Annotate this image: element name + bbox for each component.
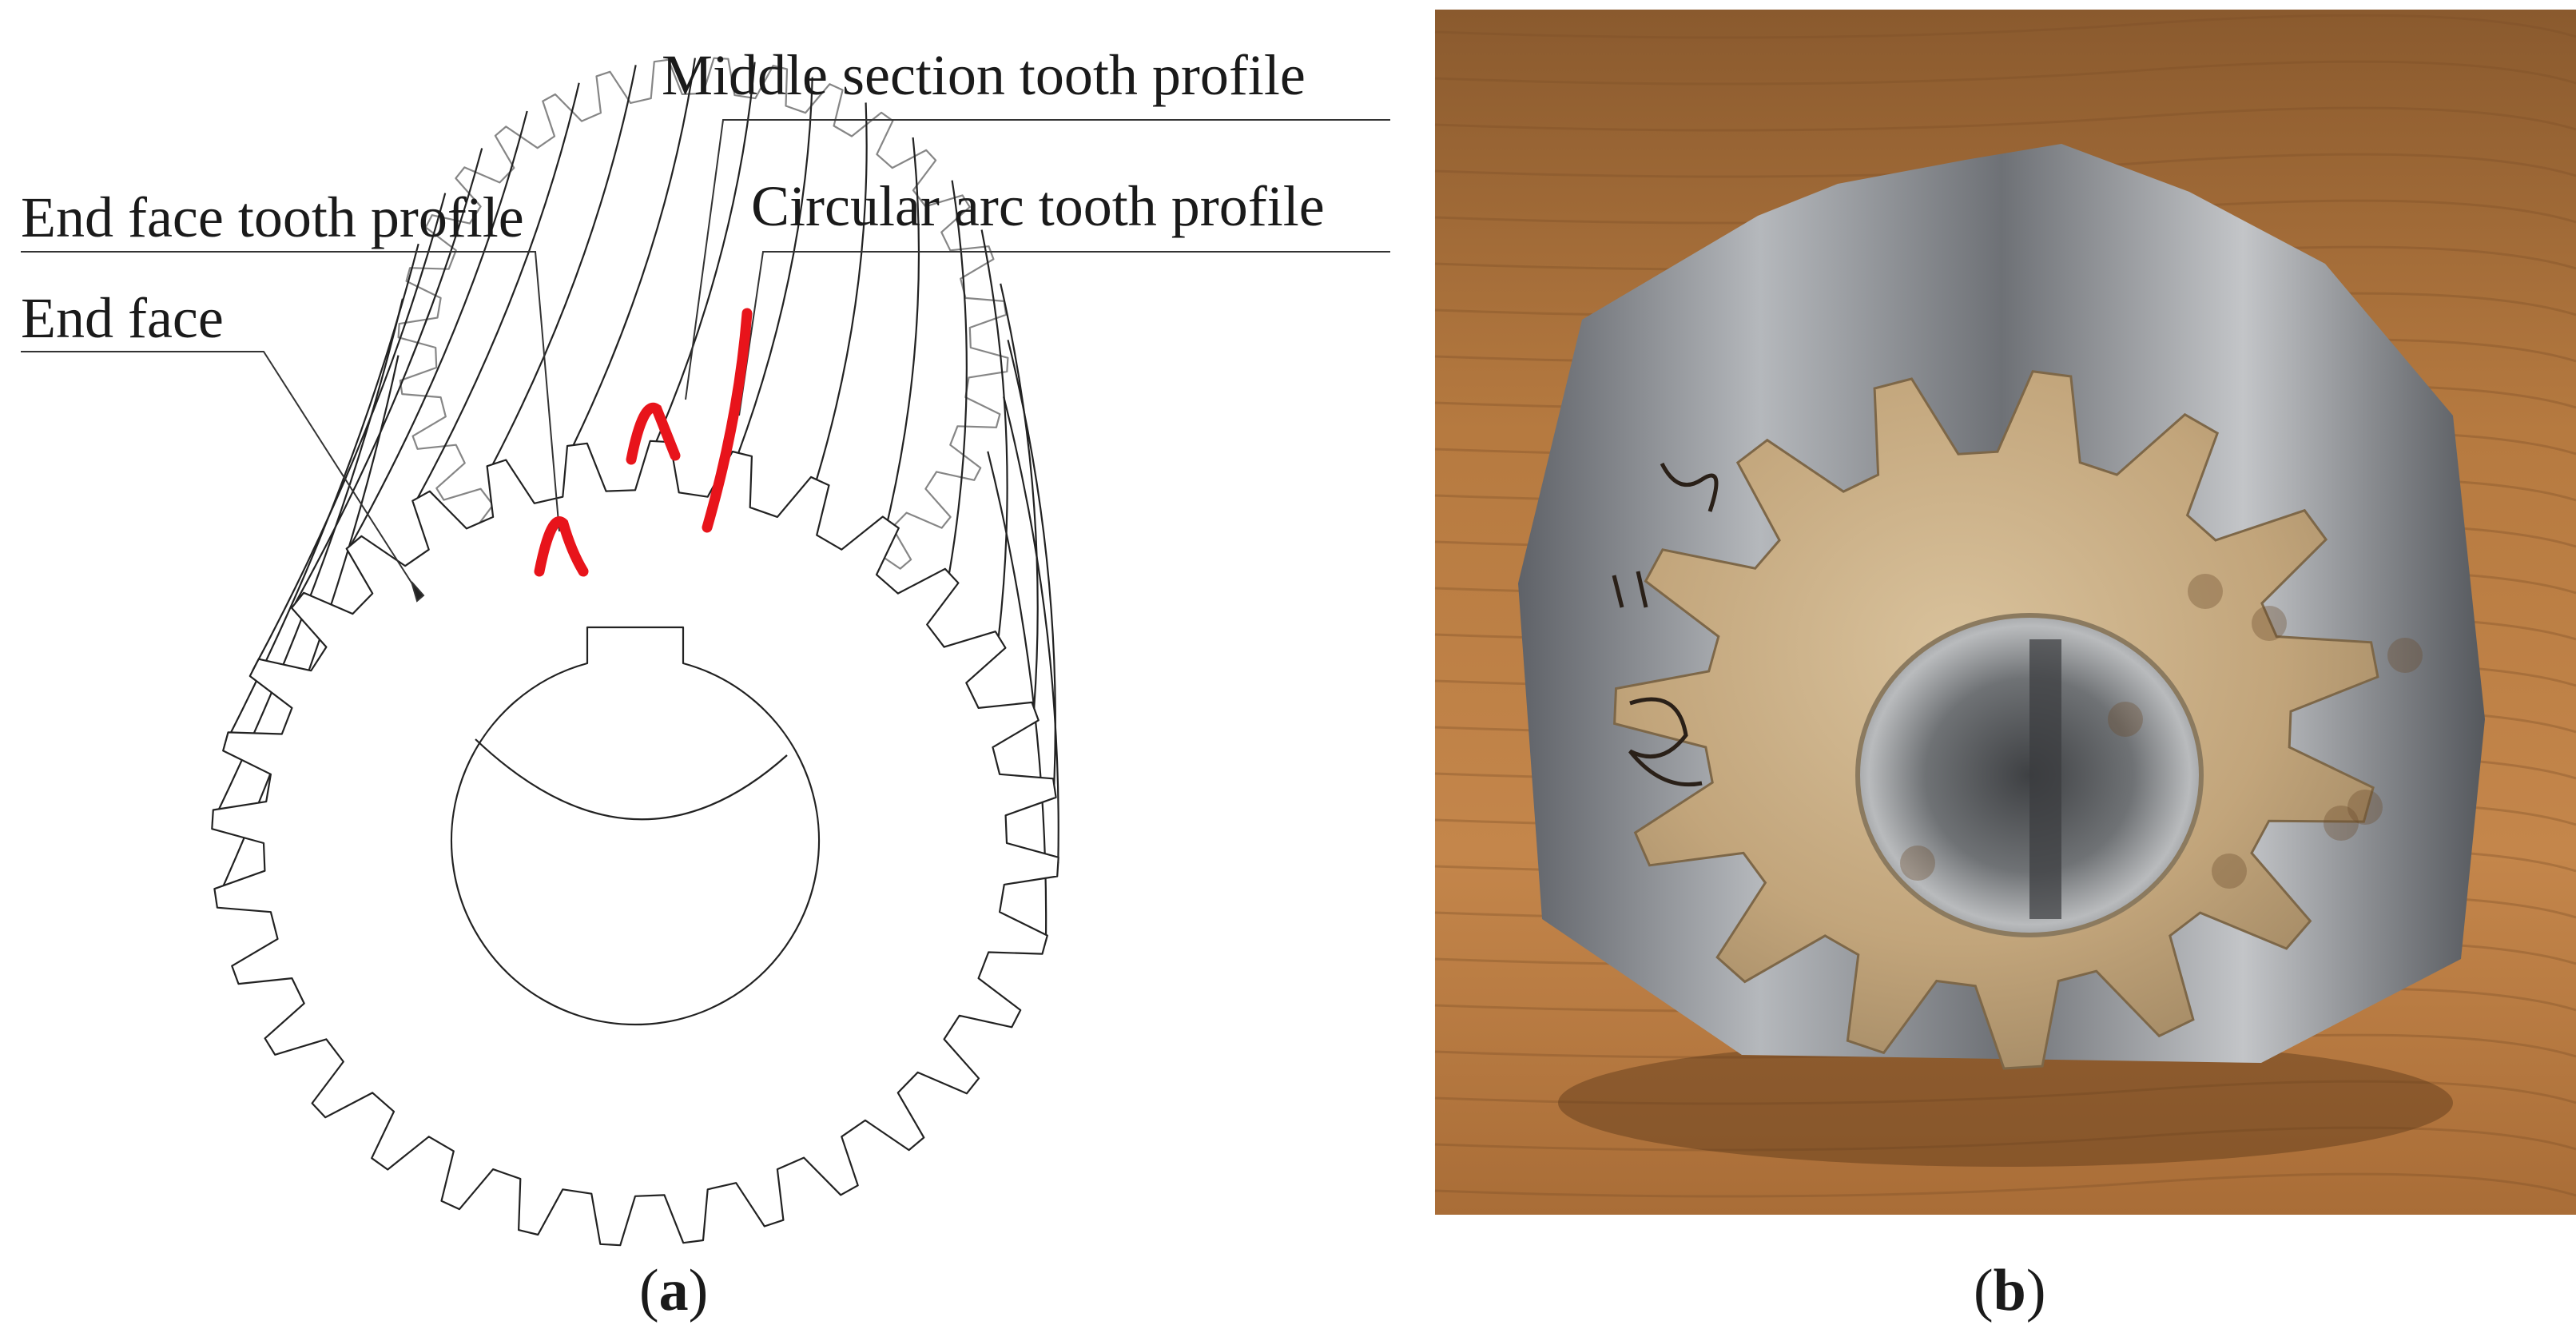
- label-end-face: End face: [21, 286, 224, 350]
- rust-speck: [2347, 790, 2383, 825]
- helical-tooth-edge: [572, 58, 696, 446]
- helical-tooth-edge: [1003, 396, 1059, 864]
- middle-section-tooth-profile-highlight: [626, 402, 681, 465]
- rust-speck: [2387, 638, 2423, 673]
- caption-b: (b): [1974, 1258, 2046, 1323]
- helical-tooth-edge: [815, 102, 868, 480]
- label-circular-arc-tooth-profile: Circular arc tooth profile: [751, 174, 1325, 238]
- helical-tooth-edge: [948, 180, 968, 574]
- wood-grain-line: [1434, 106, 2576, 132]
- gear-shadow: [1558, 1039, 2453, 1167]
- panel-a-gear-drawing: Middle section tooth profile End face to…: [21, 43, 1390, 1323]
- circular-arc-tooth-profile-highlight: [702, 308, 753, 533]
- helical-tooth-edge: [655, 62, 756, 442]
- rust-speck: [2212, 854, 2247, 889]
- rust-speck: [1900, 846, 1935, 881]
- marker-scribble: [1628, 697, 1703, 787]
- rust-speck: [2324, 806, 2359, 841]
- rust-speck: [2108, 702, 2143, 737]
- label-middle-section-tooth-profile: Middle section tooth profile: [662, 43, 1306, 107]
- end-face-tooth-profile-highlight: [534, 516, 589, 577]
- leader-circular-arc: [738, 251, 1390, 416]
- marker-scribble: [1660, 462, 1719, 512]
- helical-tooth-edge: [491, 65, 637, 465]
- gear-line-drawing: [21, 57, 1390, 1247]
- rust-speck: [2188, 574, 2223, 609]
- caption-a: (a): [639, 1258, 709, 1323]
- label-end-face-tooth-profile: End face tooth profile: [21, 185, 524, 249]
- helical-tooth-edge: [980, 229, 1008, 637]
- wood-grain-line: [1434, 1172, 2576, 1198]
- wood-grain-line: [1434, 1126, 2576, 1152]
- helical-tooth-edge: [252, 193, 447, 671]
- bore-inner-edge: [475, 738, 788, 821]
- end-face-arrowhead: [411, 581, 425, 603]
- leader-end-face: [21, 351, 418, 592]
- helical-tooth-edge: [887, 137, 920, 521]
- wood-grain-line: [1434, 14, 2576, 39]
- helical-tooth-edge: [350, 110, 528, 546]
- helical-tooth-edge: [737, 77, 813, 454]
- bore-with-keyway: [450, 626, 821, 1026]
- helical-tooth-edge: [416, 82, 580, 499]
- leader-end-face-tooth: [21, 251, 560, 532]
- helical-tooth-edge: [1000, 283, 1039, 708]
- wood-grain-line: [1434, 1080, 2576, 1105]
- gear-photo-illustration: [1434, 10, 2576, 1215]
- caption-a-letter: a: [658, 1258, 689, 1323]
- wood-grain-line: [1434, 60, 2576, 86]
- bore-keyway-shadow: [2029, 639, 2061, 919]
- leader-middle-section: [685, 119, 1390, 400]
- panel-b-gear-photo: (b): [1422, 0, 2576, 1329]
- rust-speck: [2252, 606, 2287, 641]
- caption-b-letter: b: [1993, 1258, 2026, 1323]
- helical-tooth-edge: [294, 148, 483, 604]
- marker-scribble: [1612, 571, 1648, 608]
